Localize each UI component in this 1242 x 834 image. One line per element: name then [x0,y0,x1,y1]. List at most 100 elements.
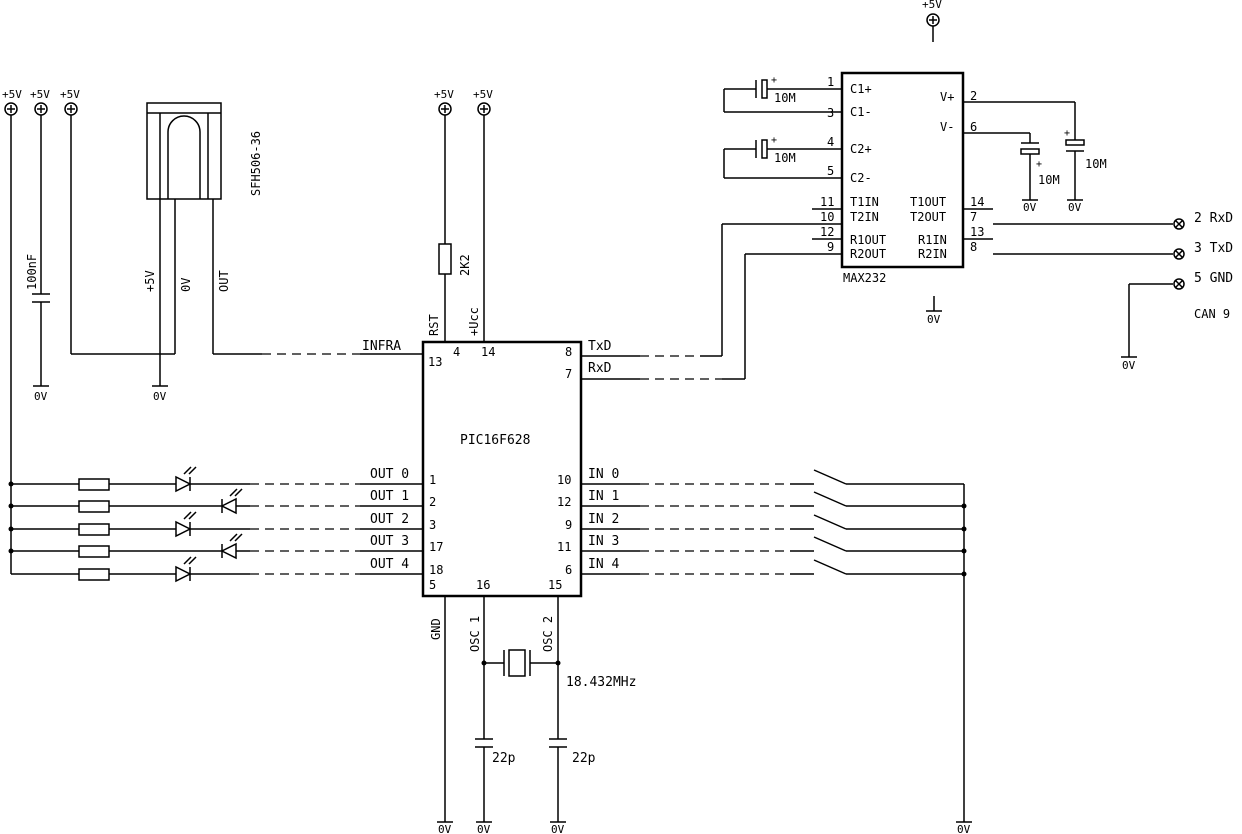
input-channel-2: IN 2 9 [565,512,967,532]
pin-number: 4 [453,345,460,359]
capacitor-value: 100nF [25,254,39,290]
ir-receiver-part: SFH506-36 [249,131,263,196]
vminus-capacitor: + 10M 0V [993,132,1060,214]
output-label: OUT 3 [370,534,409,549]
pic-part-label: PIC16F628 [460,433,530,448]
pin-number: 3 [429,518,436,532]
pin-label: R1OUT [850,233,886,247]
input-label: IN 3 [588,534,619,549]
pin-label: T1OUT [910,195,946,209]
pin-label: R2OUT [850,247,886,261]
vplus-capacitor: + 10M 0V [993,101,1107,214]
input-label: IN 0 [588,467,619,482]
pin-number: 1 [827,75,834,89]
switch [813,469,847,485]
svg-text:+: + [1064,128,1070,139]
ground-label: 0V [1023,201,1037,214]
power-label: +5V [60,88,80,101]
gnd-label: GND [429,618,443,640]
ir-receiver: SFH506-36 +5V 0V OUT [143,102,263,386]
pin-number: 10 [557,473,571,487]
ground-symbol: 0V [152,385,168,403]
resistor [78,568,110,581]
output-label: OUT 1 [370,489,409,504]
pin-label: C1+ [850,82,872,96]
pin-number: 15 [548,578,562,592]
input-channel-1: IN 1 12 [557,489,967,509]
pin-number: 12 [820,225,834,239]
pin-label: T2IN [850,210,879,224]
connector-pin-label: 3 TxD [1194,241,1233,256]
ir-pin-out: OUT [217,270,231,292]
svg-text:+: + [1036,159,1042,170]
max232-chip: MAX232 [840,71,965,285]
rst-label: RST [427,314,441,336]
led-icon [175,511,197,538]
ground-label: 0V [927,313,941,326]
pin-number: 1 [429,473,436,487]
crystal-frequency: 18.432MHz [566,675,636,690]
led-icon [175,466,197,493]
capacitor-value: 22p [492,751,516,766]
osc1-label: OSC 1 [468,616,482,652]
pin-label: C2- [850,171,872,185]
connector-name: CAN 9 [1194,307,1230,321]
pin-label: T2OUT [910,210,946,224]
ground-label: 0V [153,390,167,403]
crystal [484,649,558,677]
power-symbol-max232: +5V [922,0,942,42]
ground-label: 0V [438,823,452,834]
pin-number: 13 [970,225,984,239]
input-label: IN 2 [588,512,619,527]
pin-number: 12 [557,495,571,509]
osc-capacitor [475,738,493,748]
rxd-label: RxD [588,361,612,376]
output-label: OUT 2 [370,512,409,527]
pic-chip: PIC16F628 13 4 14 8 7 5 16 15 [421,340,583,598]
connector-pin-label: 2 RxD [1194,211,1233,226]
power-label: +5V [473,88,493,101]
connector-pin-label: 5 GND [1194,271,1233,286]
resistor-value: 2K2 [458,254,472,276]
max232-left-pins: C1+ 1 C1- 3 C2+ 4 C2- 5 T1IN 11 T2IN 10 … [812,75,886,261]
ground-symbol: 0V [550,821,566,834]
resistor [78,478,110,491]
connector: 2 RxD 3 TxD 5 GND 0V CAN 9 [993,211,1233,372]
ground-label: 0V [34,390,48,403]
capacitor-value: 10M [1038,173,1060,187]
pin-number: 5 [827,164,834,178]
power-label: +5V [2,88,22,101]
pin-label: T1IN [850,195,879,209]
output-label: OUT 4 [370,557,409,572]
resistor [78,545,110,558]
txd-label: TxD [588,339,612,354]
led-icon [175,556,197,583]
vcc-label: +Ucc [467,307,481,336]
pin-number: 6 [970,120,977,134]
charge-pump-capacitor-1: + 10M [723,75,812,113]
power-symbol-rst: +5V [434,88,454,116]
pin-label: V+ [940,90,954,104]
pin-number: 6 [565,563,572,577]
capacitor-value: 10M [774,151,796,165]
pin-number: 8 [565,345,572,359]
osc2-label: OSC 2 [541,616,555,652]
pin-number: 3 [827,106,834,120]
pin-number: 11 [557,540,571,554]
pin-number: 9 [827,240,834,254]
input-channel-4: IN 4 6 [565,557,967,577]
ground-symbol: 0V [476,821,492,834]
pin-number: 9 [565,518,572,532]
input-label: IN 4 [588,557,619,572]
led-icon [220,488,243,515]
power-label: +5V [30,88,50,101]
capacitor-value: 10M [1085,157,1107,171]
ir-pin-gnd: 0V [179,278,193,292]
pin-number: 5 [429,578,436,592]
pin-label: C2+ [850,142,872,156]
ground-label: 0V [477,823,491,834]
input-label: IN 1 [588,489,619,504]
ground-label: 0V [1068,201,1082,214]
capacitor-value: 22p [572,751,596,766]
